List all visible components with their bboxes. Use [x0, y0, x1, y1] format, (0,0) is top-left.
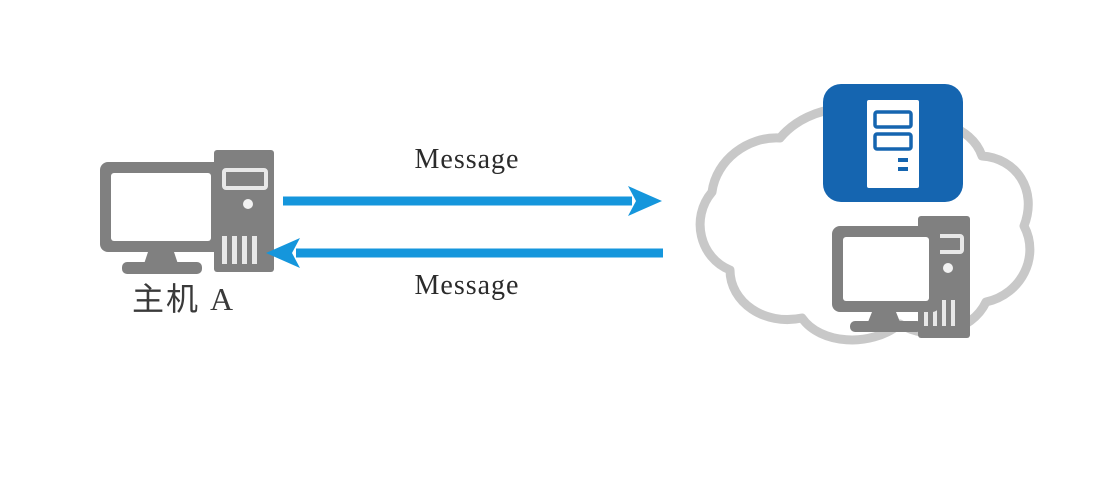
host-a-label: 主机 A [131, 281, 236, 317]
message-label-top: Message [414, 144, 520, 175]
node-host-a[interactable]: 主机 A [96, 148, 286, 328]
cloud-desktop-computer-icon [832, 216, 970, 338]
server-badge[interactable] [823, 84, 963, 202]
arrow-message-left [266, 238, 663, 268]
desktop-computer-icon [100, 150, 274, 274]
message-label-bottom: Message [414, 270, 520, 301]
arrow-message-right [283, 186, 662, 216]
node-network-cloud[interactable] [660, 78, 1050, 358]
